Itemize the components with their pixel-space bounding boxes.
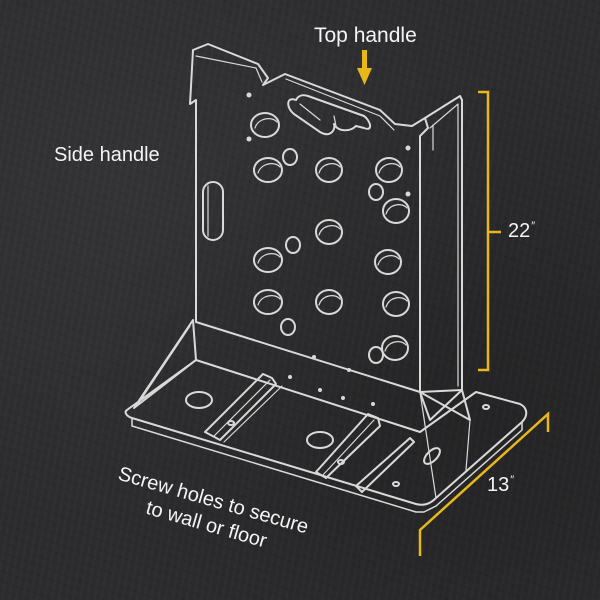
depth-value: 13 — [487, 474, 510, 496]
inch-mark: ″ — [510, 474, 515, 486]
height-dimension-label: 22″ — [508, 220, 535, 243]
small-holes — [280, 148, 384, 364]
base-rib-2 — [315, 413, 381, 479]
base-rib-3 — [355, 437, 415, 493]
inch-mark: ″ — [531, 220, 536, 232]
height-value: 22 — [508, 220, 531, 242]
left-gusset — [133, 319, 197, 409]
base-plate — [124, 359, 528, 506]
depth-dimension-label: 13″ — [487, 474, 514, 497]
right-flange — [419, 95, 463, 421]
right-gusset — [419, 389, 471, 421]
top-handle-label: Top handle — [314, 24, 417, 47]
top-handle-arrow-icon — [357, 50, 372, 85]
side-handle-label: Side handle — [54, 144, 160, 166]
dimension-markers — [418, 90, 550, 556]
back-plate-outline — [189, 43, 429, 393]
side-handle-slot — [202, 181, 224, 241]
depth-bracket — [418, 411, 550, 556]
base-rib-1 — [204, 373, 277, 441]
top-handle-slot — [287, 94, 371, 136]
mounting-holes — [250, 112, 410, 361]
height-bracket — [478, 90, 501, 372]
